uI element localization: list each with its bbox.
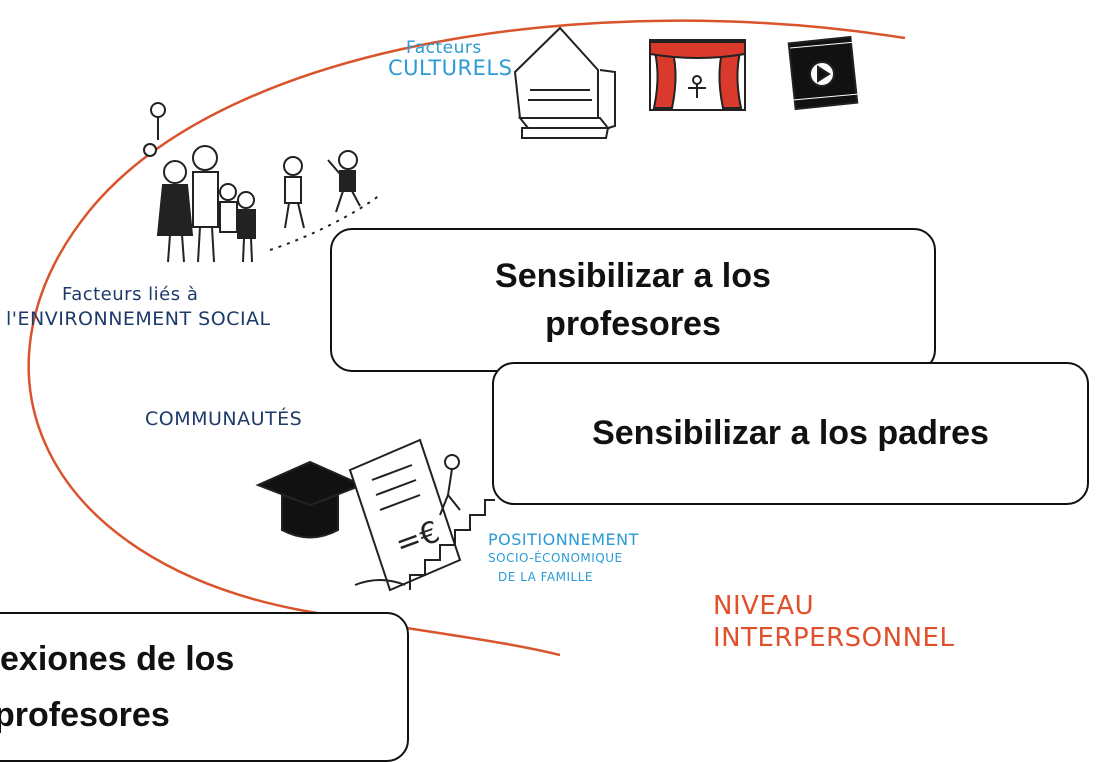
video-film-icon <box>787 35 860 111</box>
communities-label: COMMUNAUTÉS <box>145 408 303 430</box>
interpersonal-level-label: NIVEAU INTERPERSONNEL <box>713 590 954 654</box>
family-position-line2: SOCIO-ÉCONOMIQUE <box>488 551 623 565</box>
social-environment-line2: l'ENVIRONNEMENT SOCIAL <box>6 308 271 330</box>
callout-teachers-line2: profesores <box>545 305 721 343</box>
social-environment-line1: Facteurs liés à <box>62 284 199 305</box>
family-position-label: POSITIONNEMENT SOCIO-ÉCONOMIQUE DE LA FA… <box>488 530 639 587</box>
callout-parents: Sensibilizar a los padres <box>492 362 1089 505</box>
callout-teachers-line1: Sensibilizar a los <box>495 257 771 295</box>
social-environment-label: Facteurs liés à l'ENVIRONNEMENT SOCIAL <box>6 283 271 331</box>
interpersonal-level-line1: NIVEAU <box>713 591 815 621</box>
interpersonal-level-line2: INTERPERSONNEL <box>713 623 955 653</box>
family-position-line3: DE LA FAMILLE <box>498 570 593 584</box>
stairs-climber-icon <box>354 454 495 590</box>
family-position-line1: POSITIONNEMENT <box>488 530 639 549</box>
callout-parents-text: Sensibilizar a los padres <box>592 414 989 452</box>
callout-reflections: exiones de los profesores <box>0 612 409 762</box>
books-icon <box>513 26 616 139</box>
graduation-cap-icon <box>255 460 365 539</box>
cultural-factors-line1: Facteurs <box>406 38 482 58</box>
children-icon <box>269 150 381 251</box>
callout-teachers: Sensibilizar a los profesores <box>330 228 936 372</box>
cultural-factors-line2: CULTURELS <box>388 56 513 80</box>
callout-reflections-line2: profesores <box>0 696 170 734</box>
family-icon <box>143 102 256 263</box>
callout-reflections-line1: exiones de los <box>0 640 235 678</box>
euro-document-icon: =€ <box>348 438 462 592</box>
cultural-factors-label: Facteurs CULTURELS <box>388 38 513 80</box>
theater-stage-icon <box>649 39 746 111</box>
